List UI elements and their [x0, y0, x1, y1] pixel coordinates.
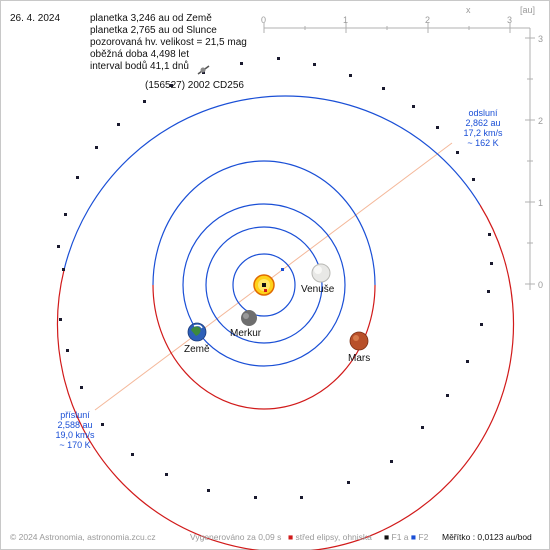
earth-planet — [187, 322, 207, 342]
legend-f1-text: F1 a — [391, 532, 409, 542]
x-axis — [263, 23, 530, 33]
info-earth-distance: planetka 3,246 au od Země — [90, 13, 212, 24]
perihelion-speed: 19,0 km/s — [55, 430, 95, 440]
perihelion-label: přísluní 2,588 au 19,0 km/s ~ 170 K — [40, 410, 110, 450]
legend-f2-text: F2 — [418, 532, 429, 542]
axis-unit-label: [au] — [520, 5, 536, 15]
y-tick-3: 3 — [538, 34, 544, 44]
asteroid-marker — [197, 65, 210, 75]
date-label: 26. 4. 2024 — [10, 13, 61, 24]
info-sun-distance: planetka 2,765 au od Slunce — [90, 25, 217, 36]
mercury-label: Merkur — [230, 328, 262, 339]
x-tick-2: 2 — [425, 15, 431, 25]
aphelion-temp: ~ 162 K — [467, 138, 499, 148]
asteroid-orbit-south — [63, 95, 481, 271]
mercury-planet — [241, 310, 257, 326]
info-magnitude: pozorovaná hv. velikost = 21,5 mag — [90, 37, 247, 48]
x-tick-3: 3 — [507, 15, 513, 25]
info-block: planetka 3,246 au od Země planetka 2,765… — [90, 13, 247, 73]
mars-planet — [349, 331, 369, 351]
mars-orbit-south — [152, 160, 376, 286]
aphelion-title: odsluní — [468, 108, 498, 118]
aphelion-speed: 17,2 km/s — [463, 128, 503, 138]
ellipse-center — [264, 289, 267, 292]
mars-label: Mars — [348, 353, 371, 364]
copyright-text: © 2024 Astronomia, astronomia.zcu.cz — [10, 532, 156, 542]
legend-foci: ■ F1 a ■ F2 — [384, 532, 429, 542]
generated-time: Vygenerováno za 0,09 s — [190, 532, 282, 542]
aphelion-label: odsluní 2,862 au 17,2 km/s ~ 162 K — [448, 108, 518, 148]
focus-f2 — [281, 268, 284, 271]
perihelion-temp: ~ 170 K — [59, 440, 91, 450]
perihelion-title: přísluní — [60, 410, 90, 420]
asteroid-orbit-points — [57, 57, 493, 499]
y-tick-1: 1 — [538, 198, 544, 208]
sun — [253, 274, 275, 296]
x-tick-1: 1 — [343, 15, 349, 25]
legend-center: ■ střed elipsy, ohniska — [288, 532, 372, 542]
info-interval: interval bodů 41,1 dnů — [90, 61, 189, 72]
y-tick-2: 2 — [538, 116, 544, 126]
legend-center-text: střed elipsy, ohniska — [295, 532, 372, 542]
earth-orbit — [182, 203, 346, 367]
earth-label: Země — [184, 344, 210, 355]
y-tick-0: 0 — [538, 280, 544, 290]
info-period: oběžná doba 4,498 let — [90, 49, 189, 60]
asteroid-name: (156527) 2002 CD256 — [145, 80, 244, 91]
x-tick-0: 0 — [261, 15, 267, 25]
venus-planet — [311, 263, 331, 283]
mercury-orbit — [232, 253, 296, 317]
venus-orbit — [205, 226, 323, 344]
aphelion-distance: 2,862 au — [465, 118, 501, 128]
asteroid-orbit-north — [56, 204, 515, 550]
x-axis-label: x — [466, 5, 471, 15]
perihelion-distance: 2,588 au — [57, 420, 93, 430]
scale-text: Měřítko : 0,0123 au/bod — [442, 532, 532, 542]
venus-label: Venuše — [301, 284, 335, 295]
apsis-line — [94, 142, 453, 411]
y-axis — [525, 28, 535, 290]
